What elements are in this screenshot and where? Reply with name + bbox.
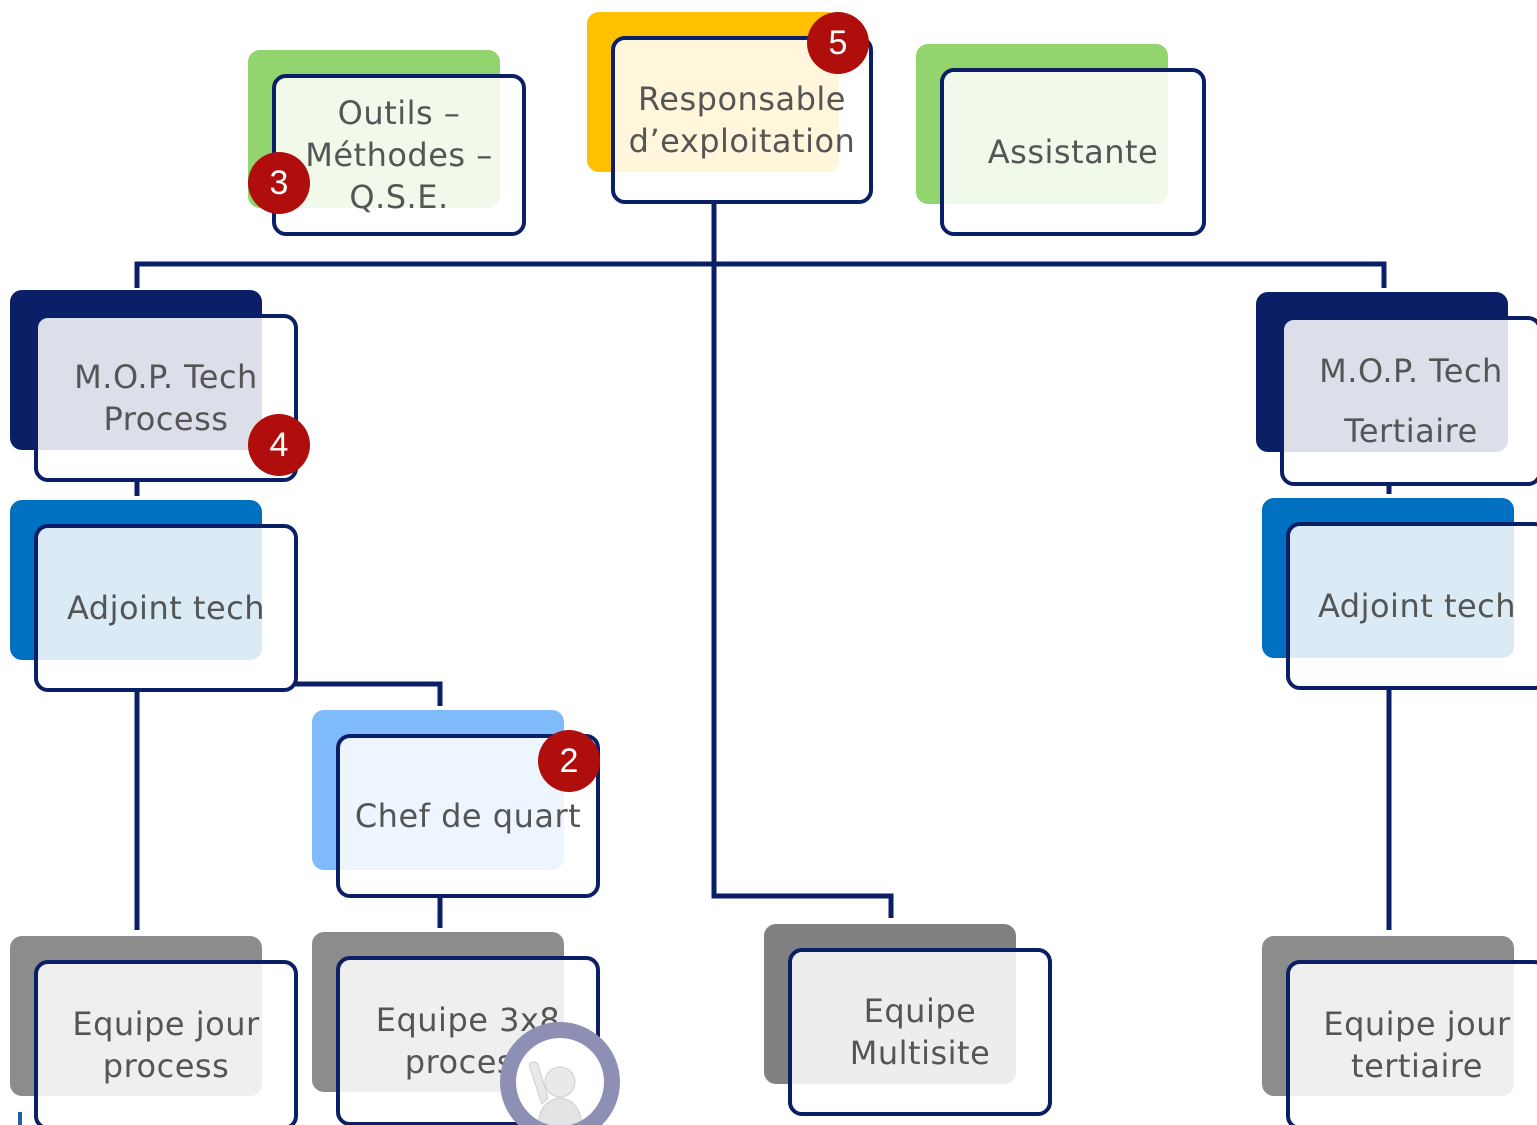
person-waving-icon xyxy=(500,1022,620,1125)
node-chef-quart-label: Chef de quart xyxy=(354,797,582,835)
node-outils-box: Outils – Méthodes – Q.S.E. xyxy=(272,74,526,236)
person-waving-icon-inner xyxy=(516,1038,604,1125)
badge-2: 2 xyxy=(538,730,600,792)
node-outils-label: Outils – Méthodes – Q.S.E. xyxy=(305,94,493,216)
node-mop-process-box: M.O.P. Tech Process xyxy=(34,314,298,482)
connector-adjoint-chef xyxy=(295,681,443,706)
node-equipe-multisite-label: Equipe Multisite xyxy=(849,992,991,1072)
node-adjoint-right-label: Adjoint tech xyxy=(1317,587,1517,625)
node-equipe-jour-process-box: Equipe jour process xyxy=(34,960,298,1125)
node-mop-tertiaire-box: M.O.P. Tech Tertiaire xyxy=(1280,316,1537,486)
node-adjoint-left-box: Adjoint tech xyxy=(34,524,298,692)
badge-3: 3 xyxy=(248,152,310,214)
node-responsable-label: Responsable d’exploitation xyxy=(628,80,856,160)
node-equipe-jour-tertiaire-label: Equipe jour tertiaire xyxy=(1323,1005,1511,1085)
badge-4: 4 xyxy=(248,414,310,476)
node-mop-tertiaire-label: M.O.P. Tech Tertiaire xyxy=(1319,352,1503,450)
corner-mark xyxy=(18,1112,22,1125)
node-equipe-jour-tertiaire-box: Equipe jour tertiaire xyxy=(1286,960,1537,1125)
node-assistante-label: Assistante xyxy=(987,133,1159,171)
node-mop-process-label: M.O.P. Tech Process xyxy=(74,358,258,438)
connector-top-bus xyxy=(134,261,1387,288)
node-adjoint-right-box: Adjoint tech xyxy=(1286,522,1537,690)
node-equipe-multisite-box: Equipe Multisite xyxy=(788,948,1052,1116)
node-assistante-box: Assistante xyxy=(940,68,1206,236)
node-adjoint-left-label: Adjoint tech xyxy=(66,589,266,627)
connector-responsable-multisite xyxy=(711,200,894,918)
person-figure-icon xyxy=(529,1061,583,1125)
badge-5: 5 xyxy=(807,12,869,74)
node-equipe-jour-process-label: Equipe jour process xyxy=(72,1005,260,1085)
